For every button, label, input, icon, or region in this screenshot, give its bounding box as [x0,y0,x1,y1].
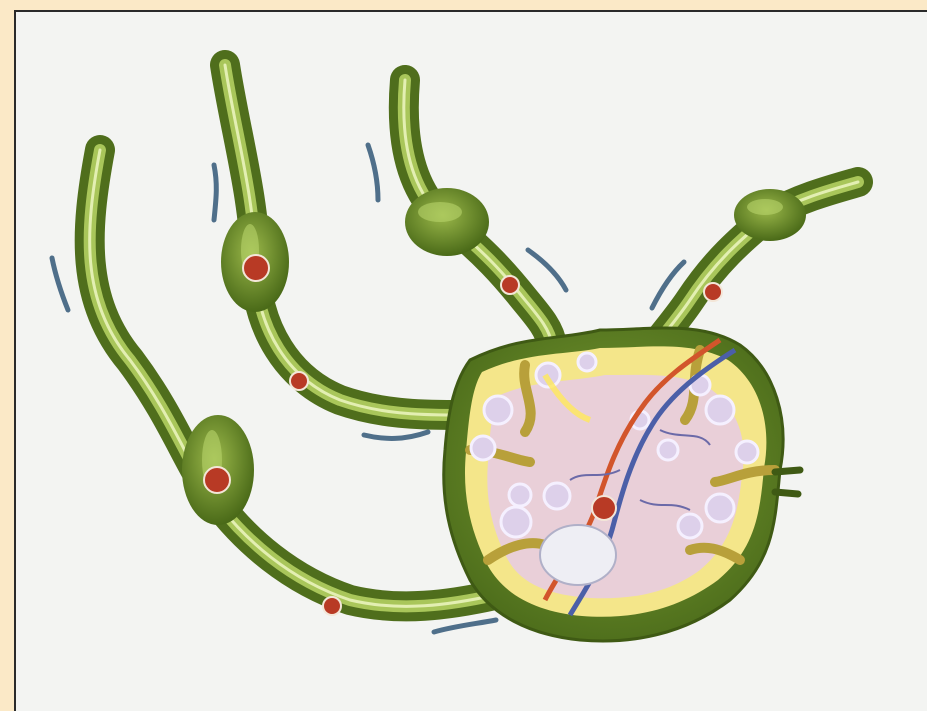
marker-duct-efferent [704,283,722,301]
marker-duct-middle [290,372,308,390]
flow-arrow [434,620,496,632]
flow-arrow [214,165,216,220]
marker-duct-left [323,597,341,615]
marker-valve-middle [243,255,269,281]
marker-valve-left [204,467,230,493]
flow-arrow [368,145,378,200]
afferent-vessel-top [404,80,552,345]
valve-bulge [405,188,489,256]
flow-arrow [52,258,68,310]
flow-arrow [364,432,428,438]
valve-bulge [734,189,806,241]
hilum-region [540,525,616,585]
marker-duct-top [501,276,519,294]
flow-arrow [528,250,566,290]
lymph-node [444,328,800,641]
marker-node-center [592,496,616,520]
